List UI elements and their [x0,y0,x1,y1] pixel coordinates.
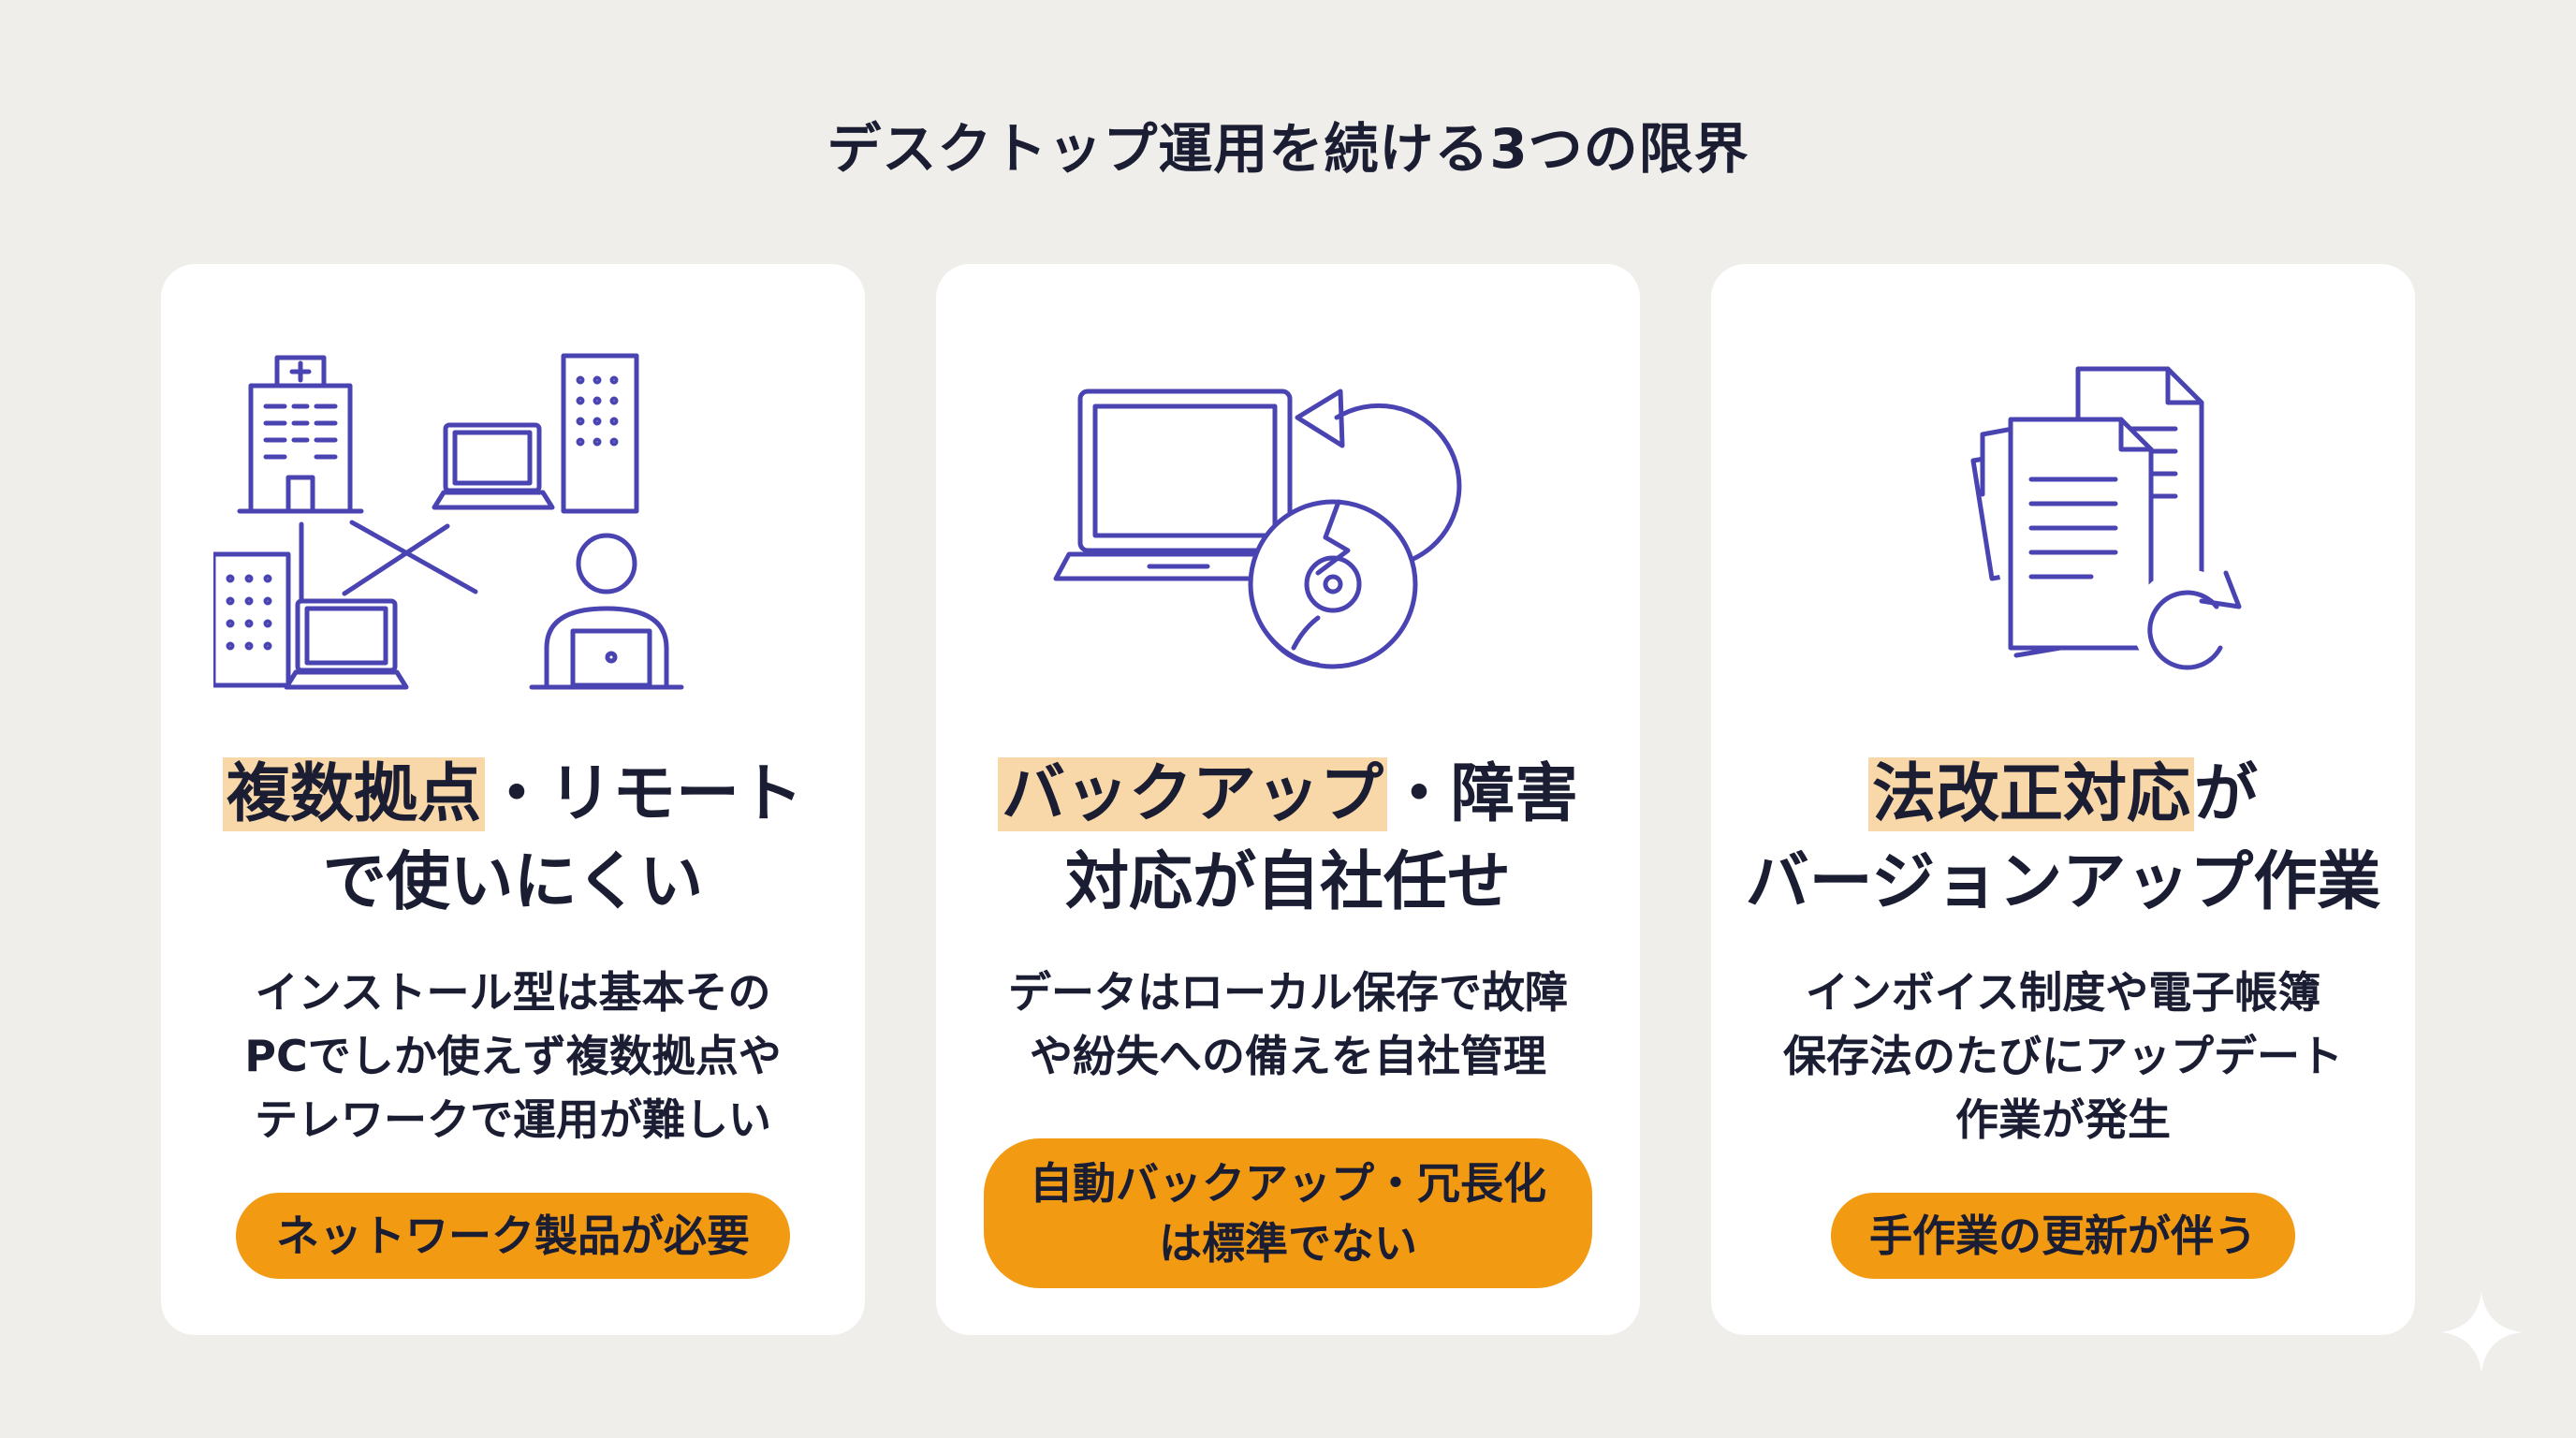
multi-site-network-illustration [213,339,812,695]
description-line: インストール型は基本その [255,967,771,1018]
card-description: データはローカル保存で故障 や紛失への備えを自社管理 [964,961,1612,1088]
broken-disc-icon [1248,499,1418,669]
heading-line-2: で使いにくい [322,845,704,919]
description-line: や紛失への備えを自社管理 [1030,1031,1546,1081]
heading-highlight: 法改正対応 [1867,757,2194,831]
badge-text: 手作業の更新が伴う [1869,1211,2257,1261]
card-legal-revision: 法改正対応が バージョンアップ作業 インボイス制度や電子帳簿 保存法のたびにアッ… [1711,264,2415,1335]
heading-highlight: 複数拠点 [222,757,485,831]
requirement-badge: 自動バックアップ・冗長化 は標準でない [984,1138,1592,1288]
card-description: インボイス制度や電子帳簿 保存法のたびにアップデート 作業が発生 [1739,961,2387,1152]
laptop-backup-disc-illustration [988,339,1588,695]
description-line: 作業が発生 [1955,1094,2171,1145]
heading-line-2: 対応が自社任せ [1064,845,1511,919]
remote-worker-icon [529,533,684,690]
card-heading: バックアップ・障害 対応が自社任せ [936,751,1640,927]
description-line: 保存法のたびにアップデート [1783,1031,2343,1081]
description-line: テレワークで運用が難しい [255,1094,771,1145]
document-icon [2008,417,2154,651]
heading-highlight: バックアップ [997,757,1387,831]
laptop-icon [284,598,409,690]
card-heading: 複数拠点・リモート で使いにくい [161,751,865,927]
requirement-badge: 手作業の更新が伴う [1831,1193,2295,1279]
refresh-arrow-icon [2132,569,2242,678]
heading-rest: ・リモート [485,757,804,831]
description-line: PCでしか使えず複数拠点や [244,1031,782,1081]
sparkle-icon [2439,1290,2524,1374]
card-multi-site: 複数拠点・リモート で使いにくい インストール型は基本その PCでしか使えず複数… [161,264,865,1335]
card-heading: 法改正対応が バージョンアップ作業 [1711,751,2415,927]
heading-rest: ・障害 [1387,757,1579,831]
card-backup: バックアップ・障害 対応が自社任せ データはローカル保存で故障 や紛失への備えを… [936,264,1640,1335]
page-title: デスクトップ運用を続ける3つの限界 [827,117,1749,181]
hospital-building-icon [237,355,364,514]
badge-text: は標準でない [1159,1218,1417,1269]
office-building-icon [561,353,639,514]
requirement-badge: ネットワーク製品が必要 [236,1193,790,1279]
description-line: データはローカル保存で故障 [1008,967,1568,1018]
badge-text: ネットワーク製品が必要 [276,1211,750,1261]
heading-line-2: バージョンアップ作業 [1745,845,2381,919]
office-building-icon [213,551,291,688]
description-line: インボイス制度や電子帳簿 [1805,967,2321,1018]
heading-rest: が [2194,757,2259,831]
badge-text: 自動バックアップ・冗長化 [1030,1158,1546,1209]
documents-update-illustration [1764,339,2363,695]
laptop-icon [432,422,555,510]
card-description: インストール型は基本その PCでしか使えず複数拠点や テレワークで運用が難しい [189,961,837,1152]
